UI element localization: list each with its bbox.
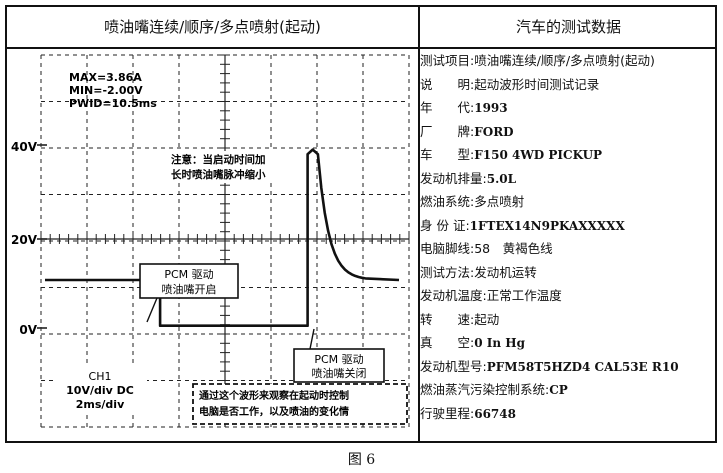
y-label-40v: 40V [11,140,38,154]
channel-time: 2ms/div [76,398,125,411]
test-data-value: 1993 [474,101,508,115]
figure-frame: 喷油嘴连续/顺序/多点喷射(起动) 汽车的测试数据 [5,5,717,443]
test-data-label: 发动机型号: [420,358,487,374]
test-data-label: 发动机排量: [420,170,487,186]
test-data-value: 5.0L [486,171,517,186]
test-data-row: 发动机排量:5.0L [420,167,712,191]
test-data-label: 发动机温度: [420,288,487,303]
y-label-0v: 0V [19,323,37,337]
test-data-row: 说 明:起动波形时间测试记录 [420,73,712,97]
test-data-row: 发动机温度:正常工作温度 [420,284,712,308]
test-data-row: 年 代:1993 [420,96,712,120]
left-panel-title: 喷油嘴连续/顺序/多点喷射(起动) [104,18,321,36]
test-data-row: 电脑脚线:58 黄褐色线 [420,237,712,261]
pcm-open-callout: PCM 驱动 喷油嘴开启 [139,263,239,323]
test-data-label: 厂 牌: [420,123,475,139]
header-divider [7,47,715,49]
test-data-row: 厂 牌:FORD [420,120,712,144]
test-data-label: 测试项目: [420,53,475,68]
figure-caption: 图 6 [347,452,376,468]
test-data-label: 燃油系统: [420,194,475,209]
scope-readout: MAX=3.86A MIN=-2.00V PWID=10.5ms [69,71,157,110]
bottom-note-line-2: 电脑是否工作，以及喷油的变化情 [199,405,349,418]
test-data-value: 1FTEX14N9PKAXXXXX [469,218,625,233]
test-data-row: 燃油蒸汽污染控制系统:CP [420,378,712,402]
test-data-row: 行驶里程:66748 [420,402,712,426]
y-label-20v: 20V [11,233,38,247]
test-data-value: 58 黄褐色线 [474,241,553,256]
test-data-row: 测试项目:喷油嘴连续/顺序/多点喷射(起动) [420,49,712,73]
test-data-label: 转 速: [420,311,475,327]
pcm-open-line-1: PCM 驱动 [164,268,213,281]
test-data-row: 测试方法:发动机运转 [420,261,712,285]
bottom-note-box: 通过这个波形来观察在起动时控制 电脑是否工作，以及喷油的变化情 [192,383,408,425]
test-data-label: 身 份 证: [420,217,470,233]
test-data-row: 身 份 证:1FTEX14N9PKAXXXXX [420,214,712,238]
bottom-note-line-1: 通过这个波形来观察在起动时控制 [199,389,349,402]
test-data-label: 真 空: [420,335,475,350]
test-data-row: 真 空:0 In Hg [420,331,712,355]
readout-min: MIN=-2.00V [69,84,143,97]
test-data-value: 起动波形时间测试记录 [474,76,600,92]
readout-max: MAX=3.86A [69,71,142,84]
test-data-label: 说 明: [420,76,475,92]
test-data-label: 测试方法: [420,264,475,280]
test-data-value: CP [549,383,568,397]
pcm-open-line-2: 喷油嘴开启 [162,282,217,296]
pcm-close-line-2: 喷油嘴关闭 [312,366,367,380]
test-data-value: FORD [474,124,514,139]
note-line-1: 注意：当启动时间加 [171,153,266,166]
injector-waveform [45,148,400,328]
readout-pwid: PWID=10.5ms [69,97,157,110]
test-data-label: 行驶里程: [420,405,475,421]
channel-settings: CH1 10V/div DC 2ms/div [55,367,147,415]
note-annotation: 注意：当启动时间加 长时喷油嘴脉冲缩小 [169,151,289,183]
test-data-row: 燃油系统:多点喷射 [420,190,712,214]
test-data-value: 0 In Hg [474,336,525,350]
test-data-value: 正常工作温度 [486,288,562,303]
test-data-value: 多点喷射 [474,194,525,209]
pcm-close-line-1: PCM 驱动 [314,353,363,366]
test-data-value: 起动 [474,311,500,327]
test-data-row: 发动机型号:PFM58T5HZD4 CAL53E R10 [420,355,712,379]
test-data-value: 喷油嘴连续/顺序/多点喷射(起动) [474,53,655,68]
test-data-value: F150 4WD PICKUP [474,148,603,162]
oscilloscope-screen: MAX=3.86A MIN=-2.00V PWID=10.5ms 40V 20V… [11,54,410,428]
test-data-value: 发动机运转 [474,264,537,280]
pcm-close-callout: PCM 驱动 喷油嘴关闭 [293,328,385,383]
test-data-label: 电脑脚线: [420,241,475,256]
channel-volts: 10V/div DC [66,384,134,397]
test-data-row: 车 型:F150 4WD PICKUP [420,143,712,167]
test-data-row: 转 速:起动 [420,308,712,332]
test-data-value: PFM58T5HZD4 CAL53E R10 [486,359,679,374]
test-data-label: 燃油蒸汽污染控制系统: [420,382,550,397]
y-axis-labels: 40V 20V 0V [11,140,38,337]
note-line-2: 长时喷油嘴脉冲缩小 [171,168,266,181]
test-data-value: 66748 [474,406,516,421]
right-panel-title: 汽车的测试数据 [515,18,621,36]
test-data-label: 车 型: [420,147,475,162]
channel-name: CH1 [89,370,112,383]
panel-divider [418,7,420,441]
test-data-list: 测试项目:喷油嘴连续/顺序/多点喷射(起动)说 明:起动波形时间测试记录年 代:… [420,49,712,425]
test-data-label: 年 代: [420,100,475,115]
